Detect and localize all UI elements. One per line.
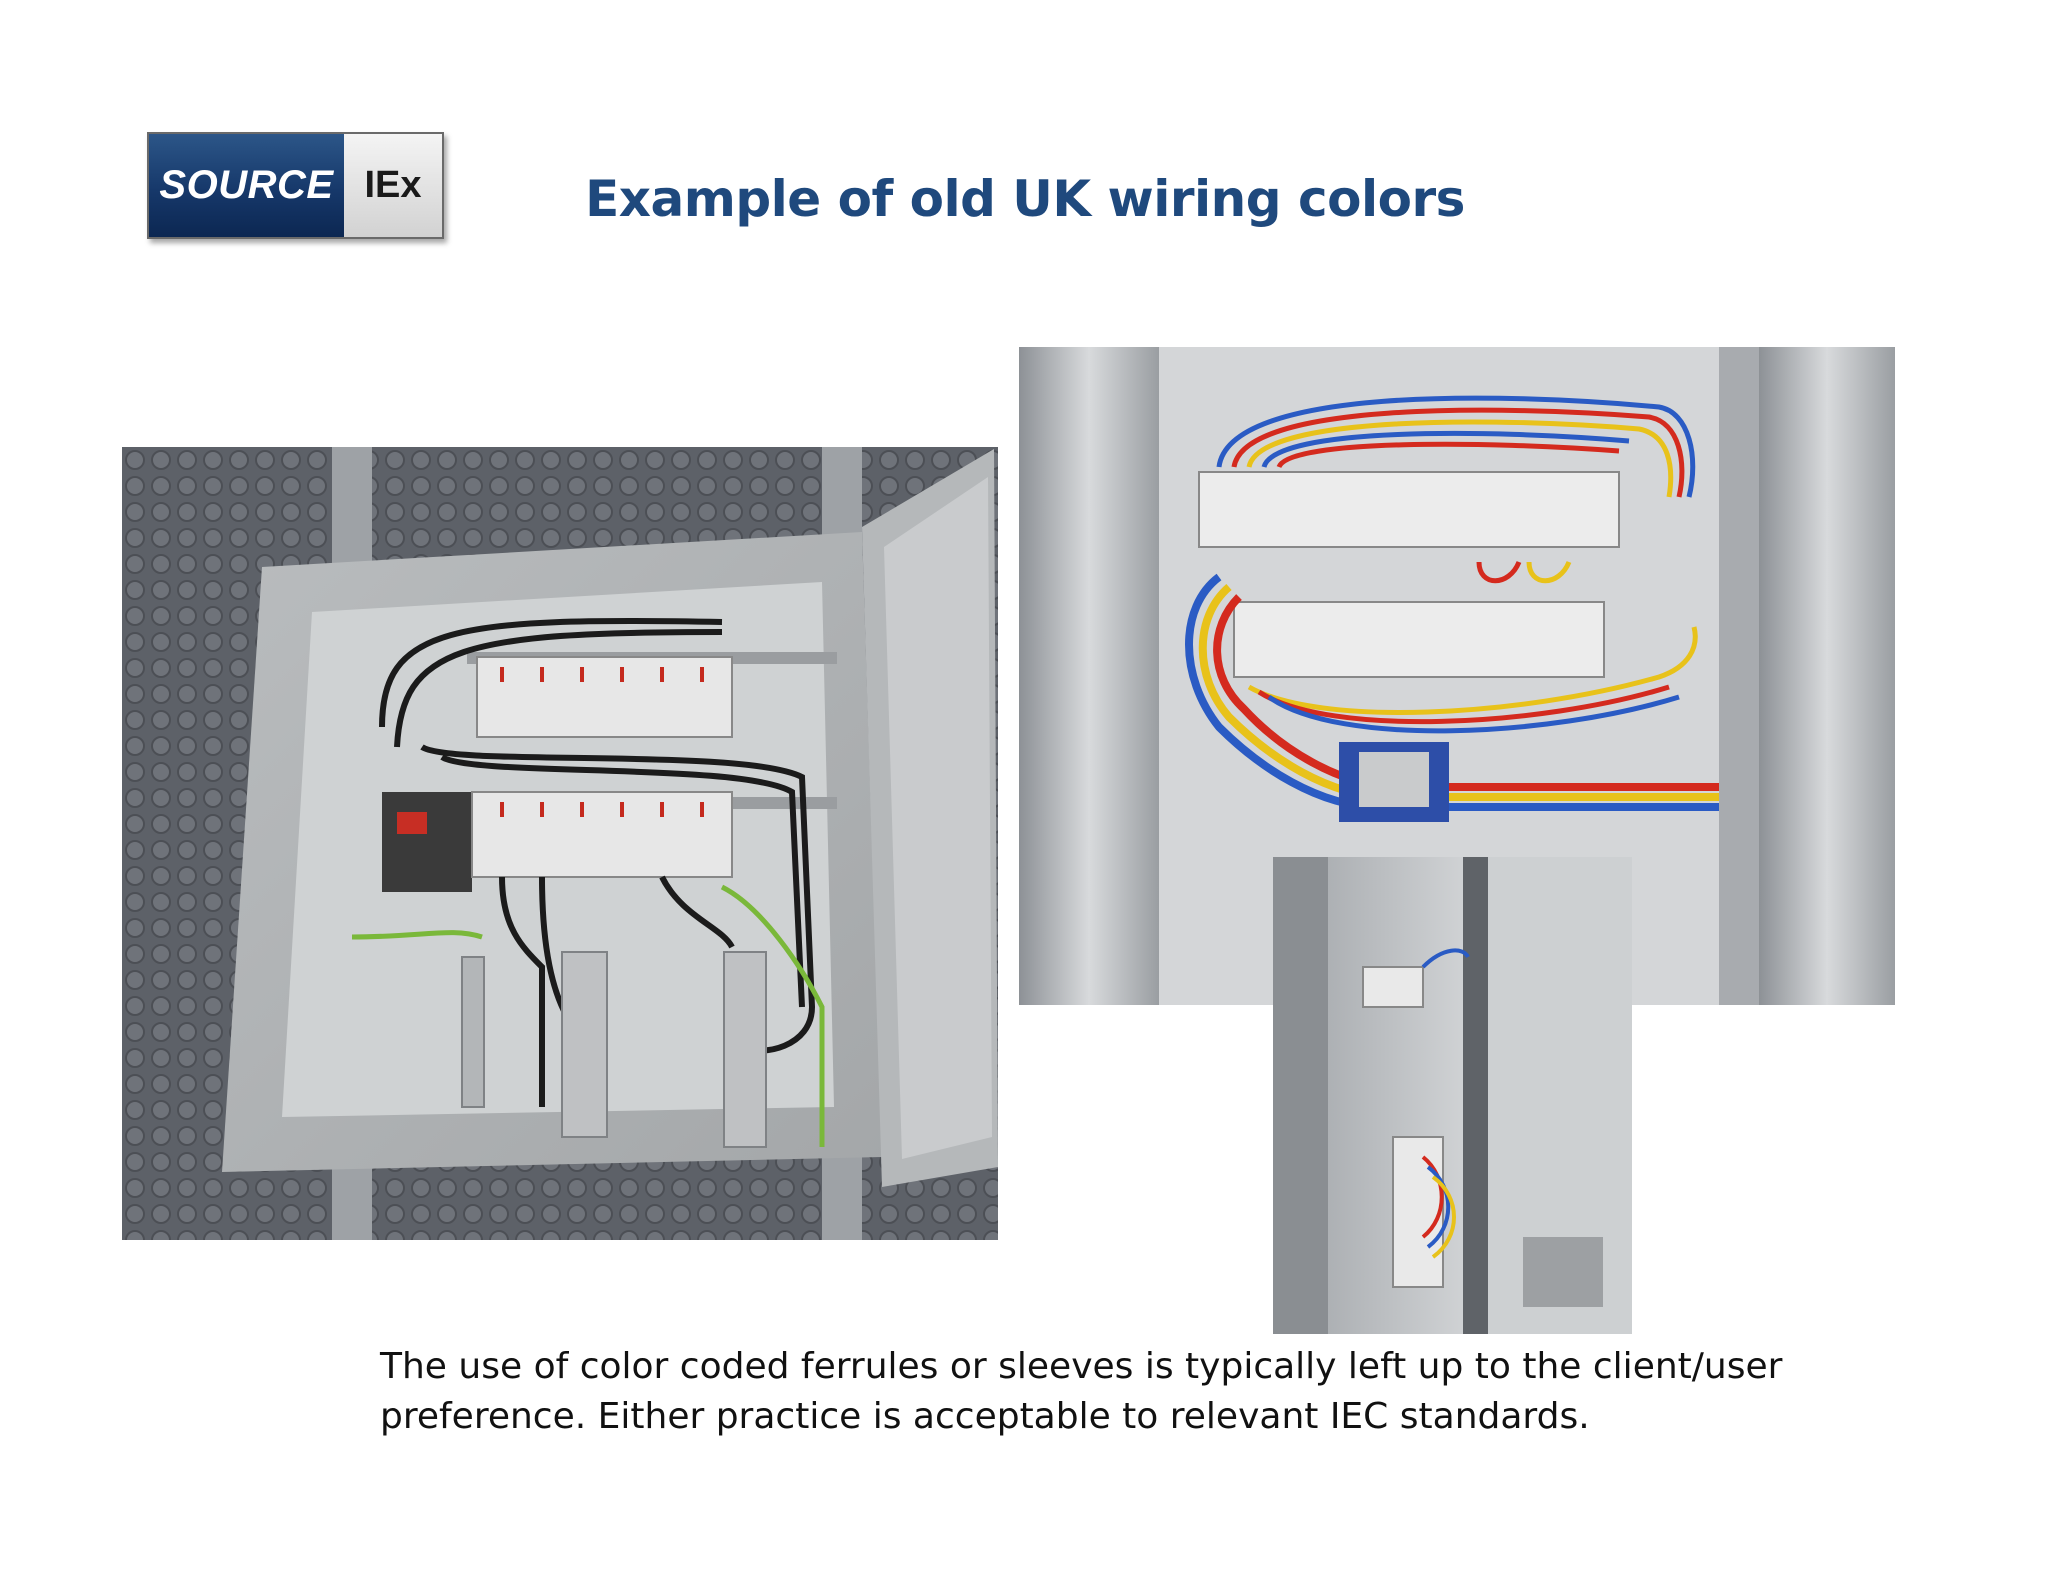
slide-caption: The use of color coded ferrules or sleev… — [380, 1342, 1783, 1442]
caption-line-1: The use of color coded ferrules or sleev… — [380, 1346, 1783, 1387]
caption-line-2: preference. Either practice is acceptabl… — [380, 1396, 1590, 1437]
cabinet-colored-wiring-photo — [1019, 347, 1895, 1005]
cabinet-side-inset-photo — [1273, 857, 1632, 1334]
slide-title: Example of old UK wiring colors — [585, 170, 1465, 228]
enclosure-black-wiring-photo — [122, 447, 998, 1240]
logo-source-text: SOURCE — [149, 134, 344, 237]
source-iex-logo: SOURCE IEx — [147, 132, 444, 239]
logo-iex-text: IEx — [344, 134, 442, 237]
